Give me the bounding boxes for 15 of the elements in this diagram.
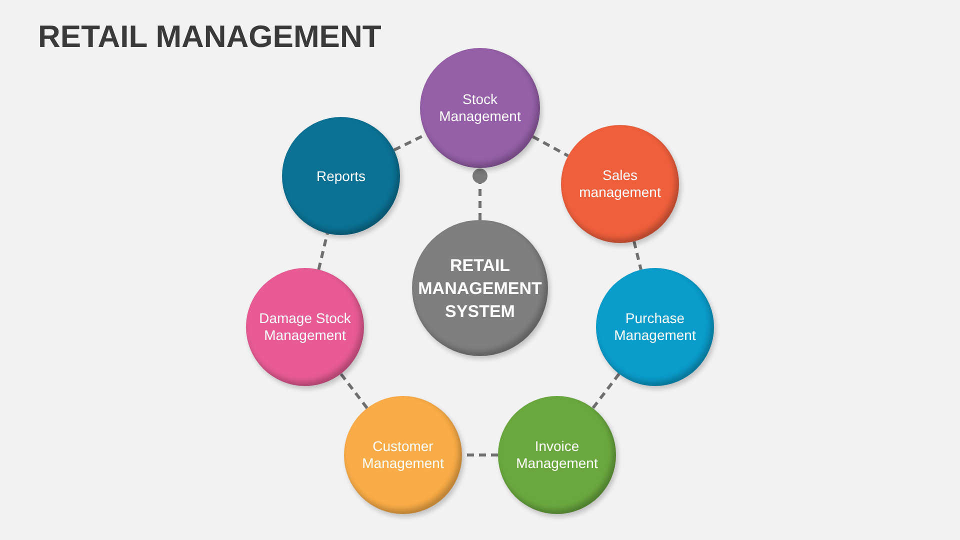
node-label: Damage Stock Management: [258, 310, 352, 344]
connector: [632, 240, 642, 270]
connector: [592, 372, 620, 410]
node-label: Reports: [315, 168, 367, 184]
node-label: Sales management: [578, 167, 662, 201]
connector: [340, 372, 368, 410]
node-label: RETAIL MANAGEMENT SYSTEM: [417, 254, 543, 322]
node-label: Stock Management: [438, 91, 522, 125]
node-label: Purchase Management: [613, 310, 697, 344]
connector: [472, 168, 488, 220]
connector: [317, 233, 329, 270]
node-label: Invoice Management: [515, 438, 599, 472]
title: RETAIL MANAGEMENT: [38, 18, 382, 56]
node-label: Customer Management: [361, 438, 445, 472]
connector: [532, 135, 569, 158]
